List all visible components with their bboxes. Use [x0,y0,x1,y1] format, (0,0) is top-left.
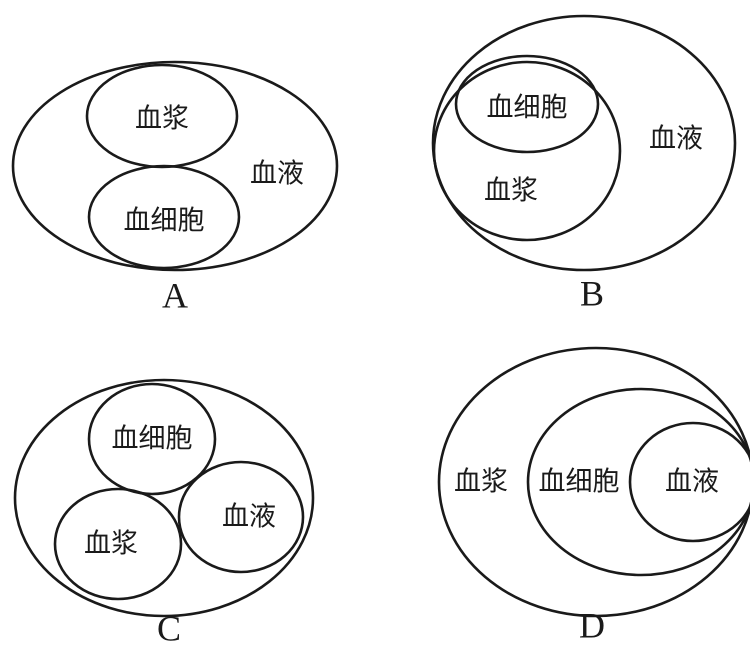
panel-b-cells-ellipse [454,54,600,154]
panel-c: 血细胞 血浆 血液 C [13,378,315,648]
panel-d: 血浆 血细胞 血液 D [437,346,750,645]
panel-a-cells-label: 血细胞 [124,206,205,237]
panel-c-blood-circle [177,460,305,574]
panel-a-cells-circle [87,164,241,270]
panel-d-caption: D [579,605,605,645]
panel-b-plasma-label: 血浆 [484,176,538,207]
panel-c-cells-label: 血细胞 [112,424,193,455]
panel-d-blood-label: 血液 [665,467,719,498]
panel-d-blood-ellipse [628,421,750,543]
panel-c-outer-ellipse [13,378,315,618]
panel-b-cells-label: 血细胞 [487,93,568,124]
panel-b-caption: B [580,273,604,313]
panel-a-blood-label: 血液 [250,159,304,190]
panel-b-blood-label: 血液 [649,124,703,155]
panel-b: 血细胞 血浆 血液 B [431,14,737,313]
panel-a-caption: A [162,275,188,315]
panel-d-plasma-label: 血浆 [454,467,508,498]
panel-a-plasma-label: 血浆 [135,104,189,135]
panel-b-plasma-ellipse [432,60,622,242]
panel-d-cells-ellipse [526,387,750,577]
panel-a: 血浆 血细胞 血液 A [11,60,339,315]
panel-c-blood-label: 血液 [222,502,276,533]
panel-b-blood-ellipse [431,14,737,272]
panel-c-cells-circle [87,382,217,496]
panel-a-blood-ellipse [11,60,339,272]
panel-c-plasma-label: 血浆 [84,529,138,560]
panel-d-cells-label: 血细胞 [539,467,620,498]
panel-d-plasma-ellipse [437,346,750,618]
panel-c-caption: C [157,608,181,648]
panel-c-plasma-circle [53,487,183,601]
